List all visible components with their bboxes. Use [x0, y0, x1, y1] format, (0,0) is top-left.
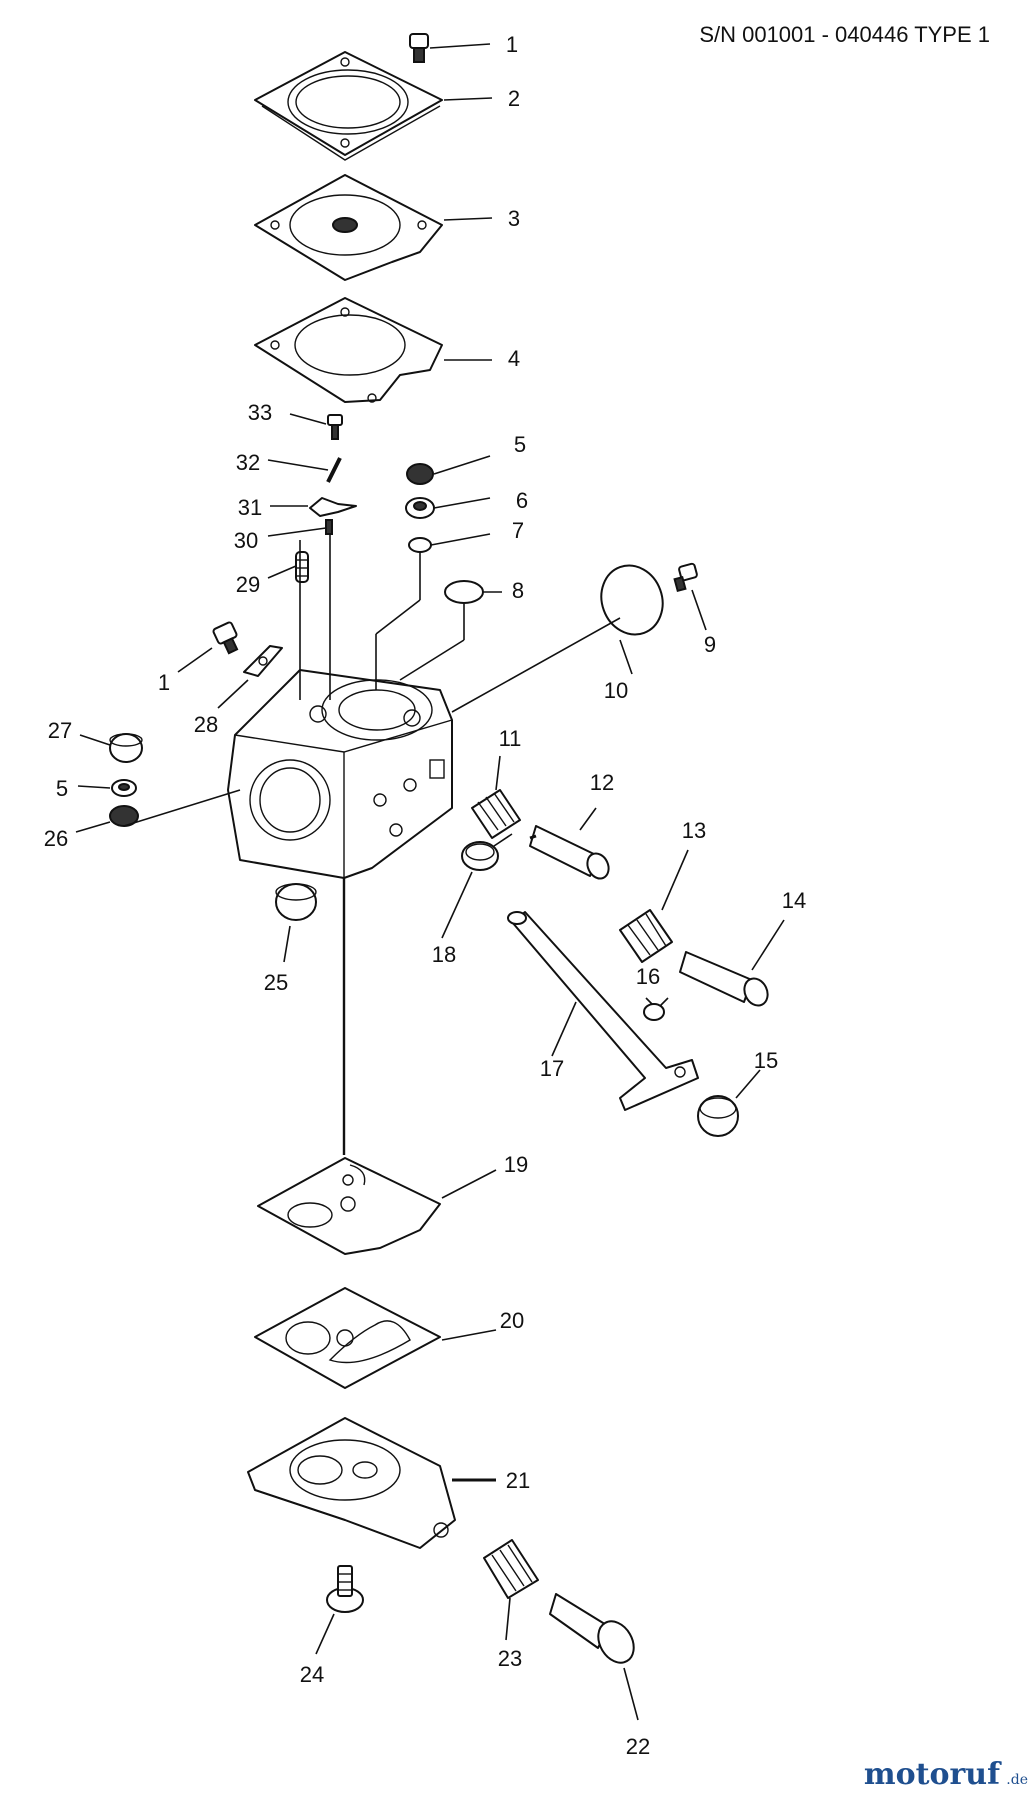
- part-22-screw: [549, 1593, 635, 1664]
- callout-4: 4: [508, 346, 520, 371]
- callout-26: 26: [44, 826, 68, 851]
- callout-3: 3: [508, 206, 520, 231]
- carburetor-body: [227, 669, 453, 879]
- callout-1: 1: [506, 32, 518, 57]
- part-8-oring: [444, 580, 484, 604]
- part-25-cap: [275, 883, 317, 921]
- callout-27: 27: [48, 718, 72, 743]
- part-31-lever: [309, 497, 357, 517]
- callout-22: 22: [626, 1734, 650, 1759]
- callout-11: 11: [499, 726, 522, 751]
- serial-number-header: S/N 001001 - 040446 TYPE 1: [699, 22, 990, 47]
- watermark-suffix: .de: [1006, 1772, 1028, 1788]
- part-10-throttle-disc: [600, 564, 664, 636]
- callout-14: 14: [782, 888, 806, 913]
- callout-10: 10: [604, 678, 628, 703]
- part-9-screw: [673, 562, 698, 593]
- callout-13: 13: [682, 818, 706, 843]
- callout-31: 31: [238, 495, 262, 520]
- callout-16: 16: [636, 964, 660, 989]
- callout-21: 21: [506, 1468, 530, 1493]
- callout-labels: 1 2 3 4 33 32 31 30 29 5 6 7 8 9 10 1 28…: [44, 32, 806, 1759]
- part-1-screw-top: [409, 33, 429, 63]
- callout-29: 29: [236, 572, 260, 597]
- callout-23: 23: [498, 1646, 522, 1671]
- callout-8: 8: [512, 578, 524, 603]
- callout-24: 24: [300, 1662, 324, 1687]
- part-21-cover: [247, 1417, 456, 1549]
- part-3-diaphragm: [254, 174, 443, 281]
- callout-15: 15: [754, 1048, 778, 1073]
- part-32-pin: [326, 457, 342, 483]
- callout-7: 7: [512, 518, 524, 543]
- part-4-gasket: [254, 297, 443, 403]
- leader-lines: [75, 43, 785, 1721]
- callout-18: 18: [432, 942, 456, 967]
- part-13-spring: [619, 909, 673, 963]
- part-5-plug-left: [111, 779, 137, 797]
- part-14-needle-screw: [679, 951, 769, 1007]
- callout-28: 28: [194, 712, 218, 737]
- callout-20: 20: [500, 1308, 524, 1333]
- part-30-needle: [325, 519, 333, 535]
- part-28-gasket: [243, 645, 283, 677]
- callout-9: 9: [704, 632, 716, 657]
- callout-6: 6: [516, 488, 528, 513]
- callout-33: 33: [248, 400, 272, 425]
- part-23-spring: [483, 1539, 539, 1599]
- callout-5-left: 5: [56, 776, 68, 801]
- part-24-screw: [326, 1565, 364, 1613]
- callout-12: 12: [590, 770, 614, 795]
- part-2-cover-plate: [254, 51, 443, 161]
- callout-32: 32: [236, 450, 260, 475]
- part-6-nut: [405, 497, 435, 519]
- callout-30: 30: [234, 528, 258, 553]
- part-15-knob: [697, 1095, 739, 1137]
- part-33-screw: [327, 414, 343, 440]
- part-1-screw-left: [212, 621, 239, 655]
- part-20-gasket: [254, 1287, 441, 1389]
- callout-17: 17: [540, 1056, 564, 1081]
- part-18-torsion-spring: [461, 833, 513, 871]
- part-12-needle-screw: [529, 825, 610, 880]
- callout-2: 2: [508, 86, 520, 111]
- part-11-spring: [471, 789, 521, 839]
- callout-19: 19: [504, 1152, 528, 1177]
- part-19-gasket: [257, 1157, 441, 1255]
- watermark-brand: motoruf: [864, 1757, 1002, 1792]
- part-5-plug-upper: [406, 463, 434, 485]
- part-7-oring-small: [408, 537, 432, 553]
- callout-25: 25: [264, 970, 288, 995]
- part-17-throttle-shaft: [507, 911, 699, 1111]
- motoruf-watermark: motoruf .de: [864, 1757, 1028, 1792]
- part-27-cap: [109, 733, 143, 763]
- part-16-small-spring: [643, 997, 669, 1021]
- callout-1-left: 1: [158, 670, 170, 695]
- callout-5: 5: [514, 432, 526, 457]
- part-29-spring: [295, 551, 309, 583]
